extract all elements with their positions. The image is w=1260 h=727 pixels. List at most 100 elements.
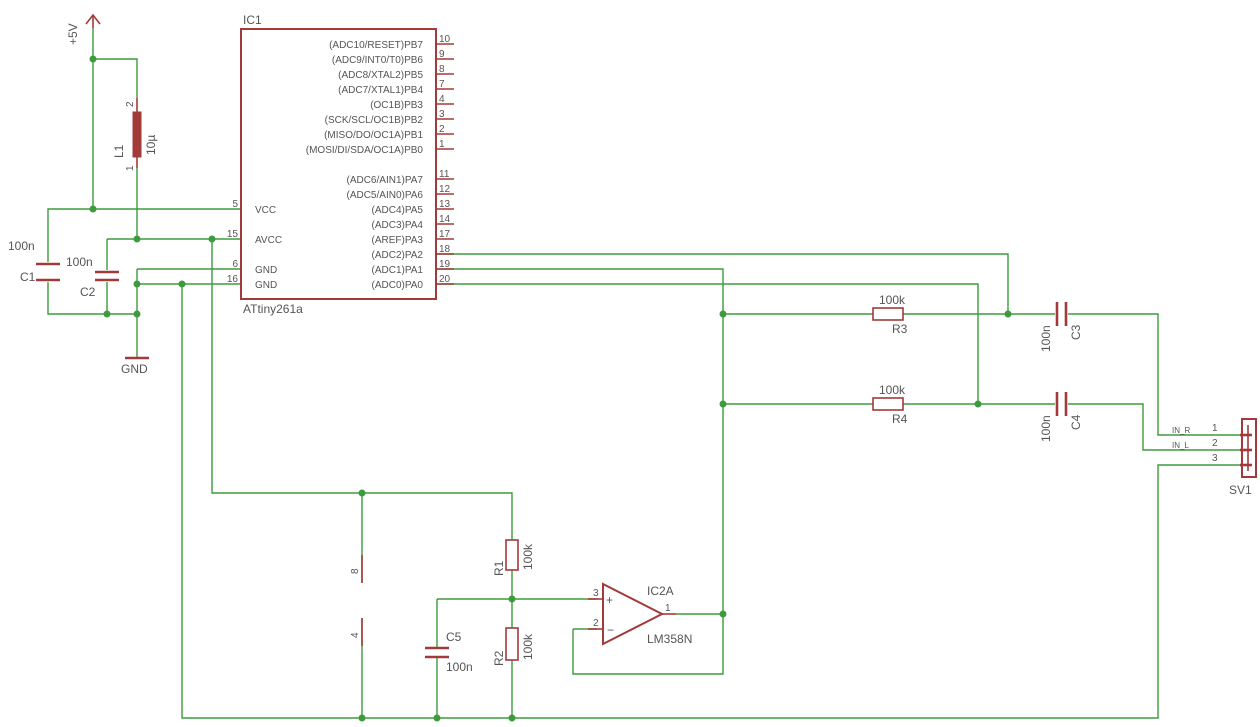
- resistor-r3: 100k R3: [872, 293, 908, 336]
- opamp-pin2: 2: [593, 618, 599, 629]
- opamp-name: IC2A: [647, 584, 674, 598]
- ic1-pin-number: 14: [439, 214, 451, 225]
- ic1-pin-name: (ADC10/RESET)PB7: [329, 40, 423, 51]
- supply-5v-symbol: +5V: [66, 13, 101, 45]
- ic1-pin-name: (ADC0)PA0: [372, 280, 424, 291]
- resistor-r2: R2 100k: [492, 627, 535, 666]
- wires: [47, 28, 1242, 719]
- c1-name: C1: [20, 270, 36, 284]
- l1-value: 10µ: [144, 135, 158, 155]
- sv1-pin3: 3: [1212, 453, 1218, 464]
- ic1-pin-number: 17: [439, 229, 451, 240]
- c3-name: C3: [1069, 324, 1083, 340]
- opamp-ic2a: + − 3 2 1 IC2A LM358N: [588, 582, 692, 646]
- gnd-symbol: GND: [121, 356, 149, 376]
- c2-value: 100n: [66, 255, 93, 269]
- ic1-pin-name: (OC1B)PB3: [370, 100, 423, 111]
- ic1-pin-name: (MOSI/DI/SDA/OC1A)PB0: [306, 145, 424, 156]
- opamp-power-pins: 8 4: [350, 555, 363, 646]
- ic1-pin-name: (AREF)PA3: [372, 235, 424, 246]
- opamp-pin4: 4: [350, 632, 361, 638]
- ic1-pin-name: (ADC1)PA1: [372, 265, 424, 276]
- opamp-pin1: 1: [665, 603, 671, 614]
- inductor-l1: 2 1 L1 10µ: [112, 98, 158, 171]
- opamp-value: LM358N: [647, 632, 692, 646]
- sv1-name: SV1: [1229, 483, 1252, 497]
- ic1-pin-number: 9: [439, 49, 445, 60]
- ic1-pin-number: 2: [439, 124, 445, 135]
- ic1-pin-name: (ADC5/AIN0)PA6: [346, 190, 423, 201]
- ic1-pin-name: (ADC9/INT0/T0)PB6: [332, 55, 424, 66]
- ic1-pin-name: (ADC7/XTAL1)PB4: [338, 85, 423, 96]
- ic1-right-pins: (ADC10/RESET)PB7 10 (ADC9/INT0/T0)PB6 9 (ADC…: [306, 34, 454, 291]
- sv1-pin2: 2: [1212, 438, 1218, 449]
- l1-name: L1: [112, 144, 126, 158]
- ic1-pin-number: 18: [439, 244, 451, 255]
- sv1-in-l-label: IN_L: [1172, 441, 1189, 450]
- r3-name: R3: [892, 322, 908, 336]
- ic1-pin-number: 19: [439, 259, 451, 270]
- r1-name: R1: [492, 560, 506, 576]
- capacitor-c4: 100n C4: [1039, 392, 1083, 442]
- opamp-pin3: 3: [593, 588, 599, 599]
- ic1-pin-number: 1: [439, 139, 445, 150]
- c3-value: 100n: [1039, 325, 1053, 352]
- ic1-pin-name: (ADC3)PA4: [372, 220, 424, 231]
- c5-value: 100n: [446, 660, 473, 674]
- ic1-pin-name: AVCC: [255, 235, 282, 246]
- c5-name: C5: [446, 630, 462, 644]
- ic1-pin-name: GND: [255, 280, 277, 291]
- c2-name: C2: [80, 285, 96, 299]
- ic1-attiny261a: IC1 ATtiny261a (ADC10/RESET)PB7 10 (ADC9/I…: [227, 13, 454, 316]
- ic1-name: IC1: [243, 13, 262, 27]
- ic1-pin-number: 11: [439, 169, 450, 180]
- r4-value: 100k: [879, 383, 906, 397]
- resistor-r1: R1 100k: [492, 539, 535, 576]
- ic1-pin-number: 10: [439, 34, 451, 45]
- ic1-pin-name: (ADC6/AIN1)PA7: [346, 175, 423, 186]
- capacitor-c5: C5 100n: [425, 630, 473, 674]
- r3-value: 100k: [879, 293, 906, 307]
- ic1-pin-number: 12: [439, 184, 451, 195]
- ic1-pin-number: 16: [227, 274, 239, 285]
- resistor-r4: 100k R4: [872, 383, 908, 426]
- capacitor-c2: 100n C2: [66, 255, 119, 299]
- connector-sv1: 1 2 3 IN_R IN_L SV1: [1172, 418, 1257, 497]
- ic1-pin-number: 6: [232, 259, 238, 270]
- l1-pin2: 2: [125, 101, 136, 107]
- c4-name: C4: [1069, 414, 1083, 430]
- ic1-pin-name: (ADC2)PA2: [372, 250, 424, 261]
- ic1-pin-number: 3: [439, 109, 445, 120]
- ic1-value: ATtiny261a: [243, 302, 303, 316]
- gnd-label: GND: [121, 362, 148, 376]
- r2-value: 100k: [521, 633, 535, 660]
- sv1-in-r-label: IN_R: [1172, 426, 1190, 435]
- ic1-pin-number: 4: [439, 94, 445, 105]
- c1-value: 100n: [8, 239, 35, 253]
- opamp-minus: −: [607, 623, 614, 637]
- opamp-pin8: 8: [350, 568, 361, 574]
- l1-pin1: 1: [125, 165, 136, 171]
- opamp-plus: +: [606, 593, 613, 607]
- ic1-pin-number: 8: [439, 64, 445, 75]
- ic1-pin-name: (ADC4)PA5: [372, 205, 424, 216]
- r1-value: 100k: [521, 543, 535, 570]
- capacitor-c1: 100n C1: [8, 239, 60, 284]
- r2-name: R2: [492, 650, 506, 666]
- ic1-pin-name: (SCK/SCL/OC1B)PB2: [325, 115, 424, 126]
- ic1-pin-name: VCC: [255, 205, 276, 216]
- ic1-pin-name: GND: [255, 265, 277, 276]
- ic1-pin-name: (MISO/DO/OC1A)PB1: [324, 130, 423, 141]
- ic1-pin-number: 5: [232, 199, 238, 210]
- c4-value: 100n: [1039, 415, 1053, 442]
- ic1-pin-number: 15: [227, 229, 239, 240]
- ic1-pin-number: 13: [439, 199, 451, 210]
- ic1-pin-name: (ADC8/XTAL2)PB5: [338, 70, 423, 81]
- capacitor-c3: 100n C3: [1039, 302, 1083, 352]
- ic1-pin-number: 20: [439, 274, 451, 285]
- sv1-pin1: 1: [1212, 423, 1218, 434]
- ic1-pin-number: 7: [439, 79, 445, 90]
- junctions: [89, 55, 1012, 722]
